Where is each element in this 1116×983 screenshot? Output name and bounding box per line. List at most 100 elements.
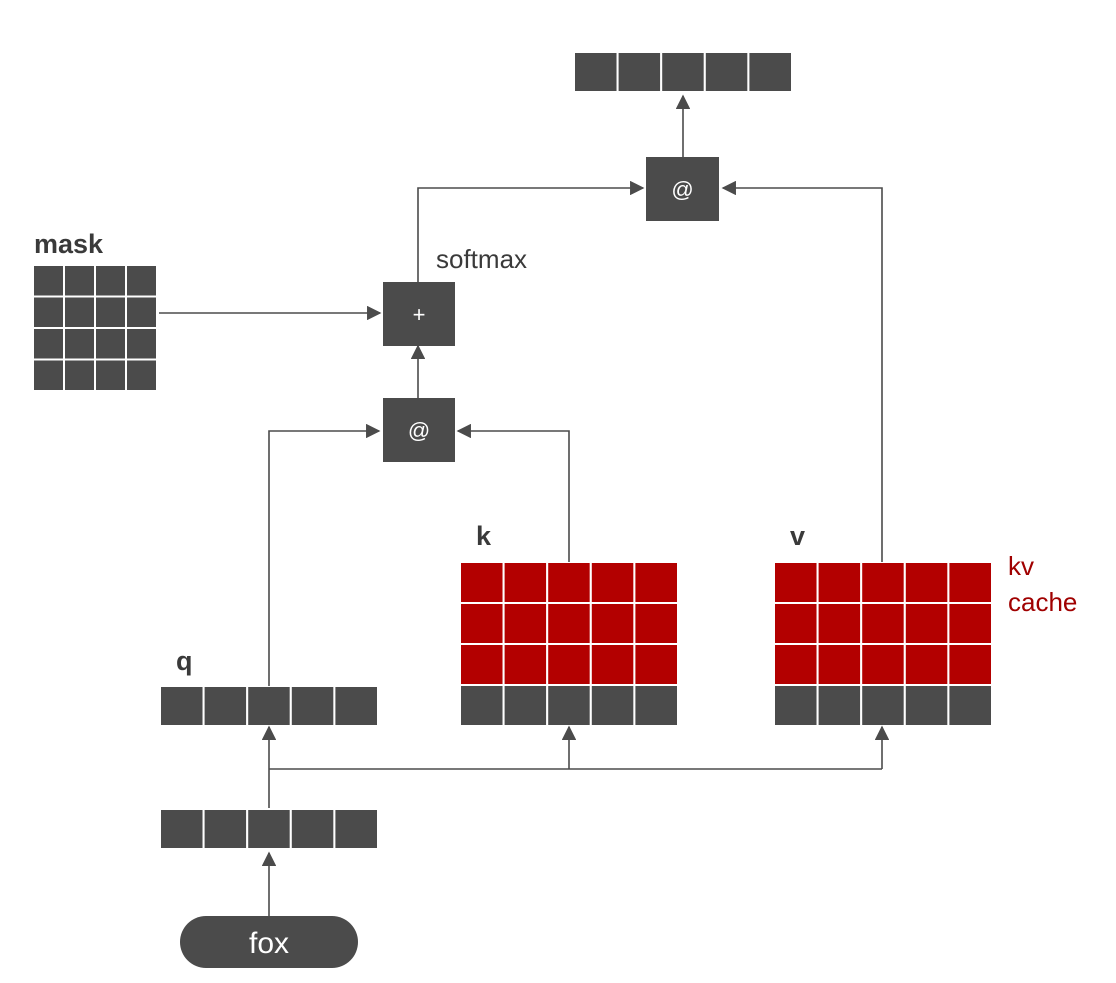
q-cell — [202, 685, 249, 727]
k-cached-cell — [589, 602, 636, 645]
token-label: fox — [249, 927, 289, 960]
add-op: + — [383, 282, 455, 346]
mask-cell — [94, 358, 127, 392]
v-cached-cell — [816, 602, 863, 645]
v-cached-cell — [860, 643, 906, 686]
k-cell — [633, 684, 680, 727]
mask-cell — [63, 358, 96, 392]
v-cached-cell — [947, 643, 994, 686]
k-cached-cell — [633, 643, 680, 686]
k-cached-cell — [502, 602, 549, 645]
mask-cell — [63, 264, 96, 298]
embedding-cell — [333, 808, 379, 850]
output-cell — [747, 51, 794, 93]
matmul-output-symbol: @ — [671, 177, 693, 202]
matmul-output-box — [646, 157, 719, 221]
q-cell — [159, 685, 205, 727]
v-cell — [903, 684, 950, 727]
mask-cell — [125, 264, 158, 298]
v-cell — [816, 684, 863, 727]
mask-matrix — [32, 264, 158, 392]
add-symbol: + — [413, 302, 426, 327]
mask-cell — [125, 295, 158, 329]
matmul-output-op: @ — [646, 157, 719, 221]
arrow-softmax-to-matmul — [417, 180, 645, 282]
q-vector — [159, 685, 379, 727]
output-vector — [573, 51, 794, 93]
output-cell — [660, 51, 706, 93]
mask-cell — [94, 264, 127, 298]
v-label: v — [790, 521, 805, 551]
embedding-cell — [159, 808, 205, 850]
arrow-v-to-matmul — [721, 180, 883, 562]
v-cached-cell — [773, 602, 819, 645]
v-matrix — [773, 561, 994, 727]
q-label: q — [176, 646, 193, 676]
k-cached-cell — [546, 561, 592, 604]
v-cached-cell — [816, 643, 863, 686]
k-cached-cell — [546, 602, 592, 645]
token-pill — [180, 916, 358, 968]
k-cached-cell — [502, 561, 549, 604]
v-cached-cell — [903, 561, 950, 604]
q-cell — [246, 685, 292, 727]
softmax-label: softmax — [436, 244, 527, 274]
v-cached-cell — [947, 602, 994, 645]
k-cached-cell — [589, 561, 636, 604]
k-cached-cell — [459, 602, 505, 645]
mask-cell — [32, 327, 65, 361]
mask-cell — [32, 295, 65, 329]
k-cached-cell — [546, 643, 592, 686]
embedding-cell — [246, 808, 292, 850]
embedding-cell — [202, 808, 249, 850]
q-cell — [333, 685, 379, 727]
k-cached-cell — [589, 643, 636, 686]
v-cached-cell — [773, 643, 819, 686]
v-cached-cell — [903, 602, 950, 645]
v-cached-cell — [860, 561, 906, 604]
v-cached-cell — [773, 561, 819, 604]
k-cached-cell — [633, 602, 680, 645]
k-cached-cell — [459, 561, 505, 604]
arrow-q-to-matmul — [268, 423, 381, 686]
connectors — [159, 94, 890, 916]
k-cell — [589, 684, 636, 727]
output-cell — [616, 51, 663, 93]
v-cached-cell — [903, 643, 950, 686]
mask-cell — [94, 295, 127, 329]
q-cell — [289, 685, 336, 727]
mask-cell — [32, 358, 65, 392]
matmul-scores-op: @ — [383, 398, 455, 462]
v-cached-cell — [816, 561, 863, 604]
mask-cell — [125, 358, 158, 392]
matmul-scores-symbol: @ — [408, 418, 430, 443]
embedding-vector — [159, 808, 379, 850]
v-cell — [860, 684, 906, 727]
k-cell — [502, 684, 549, 727]
k-cached-cell — [633, 561, 680, 604]
arrow-k-to-matmul — [456, 423, 570, 562]
kv-cache-label-line2: cache — [1008, 587, 1077, 617]
k-label: k — [476, 521, 492, 551]
matmul-scores-box — [383, 398, 455, 462]
add-box — [383, 282, 455, 346]
v-cached-cell — [860, 602, 906, 645]
mask-cell — [32, 264, 65, 298]
token-input: fox — [180, 916, 358, 968]
kv-cache-label-line1: kv — [1008, 551, 1034, 581]
output-cell — [703, 51, 750, 93]
k-cell — [546, 684, 592, 727]
output-cell — [573, 51, 619, 93]
mask-label: mask — [34, 229, 104, 259]
k-matrix — [459, 561, 680, 727]
mask-cell — [63, 295, 96, 329]
v-cached-cell — [947, 561, 994, 604]
k-cell — [459, 684, 505, 727]
k-cached-cell — [459, 643, 505, 686]
mask-cell — [125, 327, 158, 361]
k-cached-cell — [502, 643, 549, 686]
mask-cell — [63, 327, 96, 361]
v-cell — [773, 684, 819, 727]
mask-cell — [94, 327, 127, 361]
